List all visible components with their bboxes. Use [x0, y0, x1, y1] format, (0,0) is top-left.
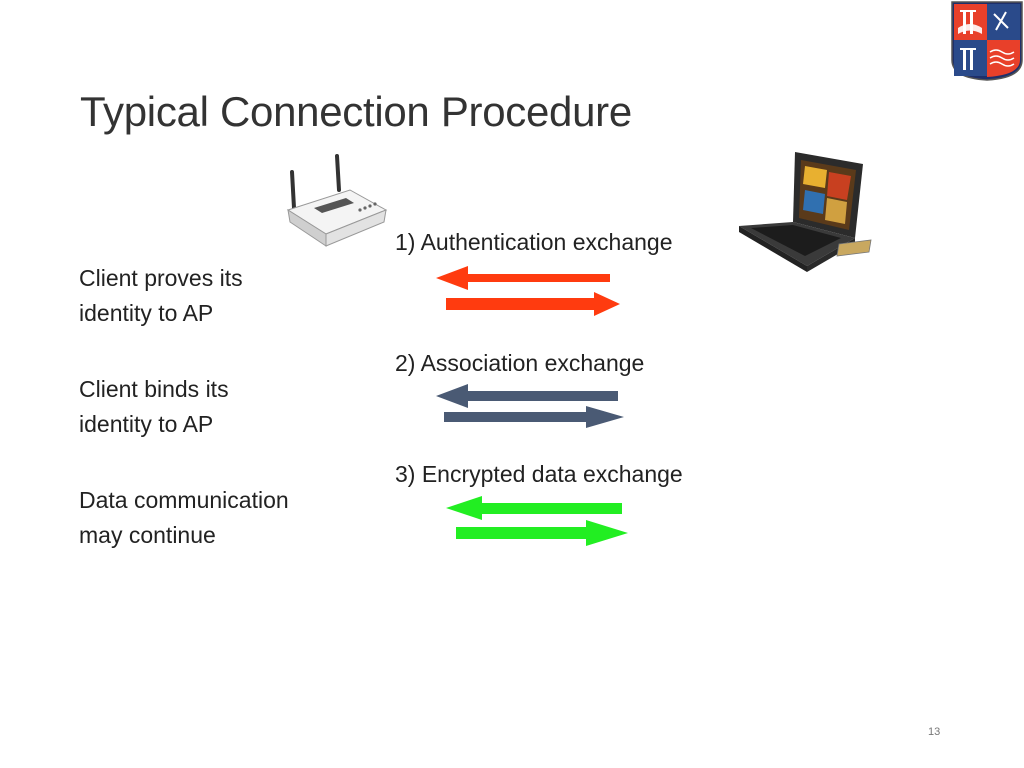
- encrypted-data-arrows: [446, 496, 628, 546]
- arrow-to-access-point: [446, 496, 622, 520]
- step-label-encrypted-data: 3) Encrypted data exchange: [395, 461, 683, 487]
- university-crest-icon: [951, 1, 1023, 81]
- description-line: Client binds its: [79, 376, 229, 402]
- arrow-to-client: [444, 406, 624, 428]
- description-authentication: Client proves its identity to AP: [79, 261, 359, 331]
- page-number: 13: [928, 726, 941, 738]
- description-association: Client binds its identity to AP: [79, 372, 359, 442]
- association-arrows: [436, 384, 624, 428]
- description-line: may continue: [79, 522, 216, 548]
- laptop-icon: [739, 152, 872, 272]
- arrow-to-client: [446, 292, 620, 316]
- description-line: Data communication: [79, 487, 289, 513]
- authentication-arrows: [436, 266, 620, 316]
- arrow-to-access-point: [436, 266, 610, 290]
- step-label-association: 2) Association exchange: [395, 350, 645, 376]
- description-line: identity to AP: [79, 411, 214, 437]
- arrow-to-access-point: [436, 384, 618, 408]
- description-data: Data communication may continue: [79, 483, 359, 553]
- description-line: Client proves its: [79, 265, 243, 291]
- slide-title: Typical Connection Procedure: [80, 88, 632, 135]
- arrow-to-client: [456, 520, 628, 546]
- wireless-router-icon: [286, 154, 388, 247]
- description-line: identity to AP: [79, 300, 214, 326]
- step-label-authentication: 1) Authentication exchange: [395, 229, 673, 255]
